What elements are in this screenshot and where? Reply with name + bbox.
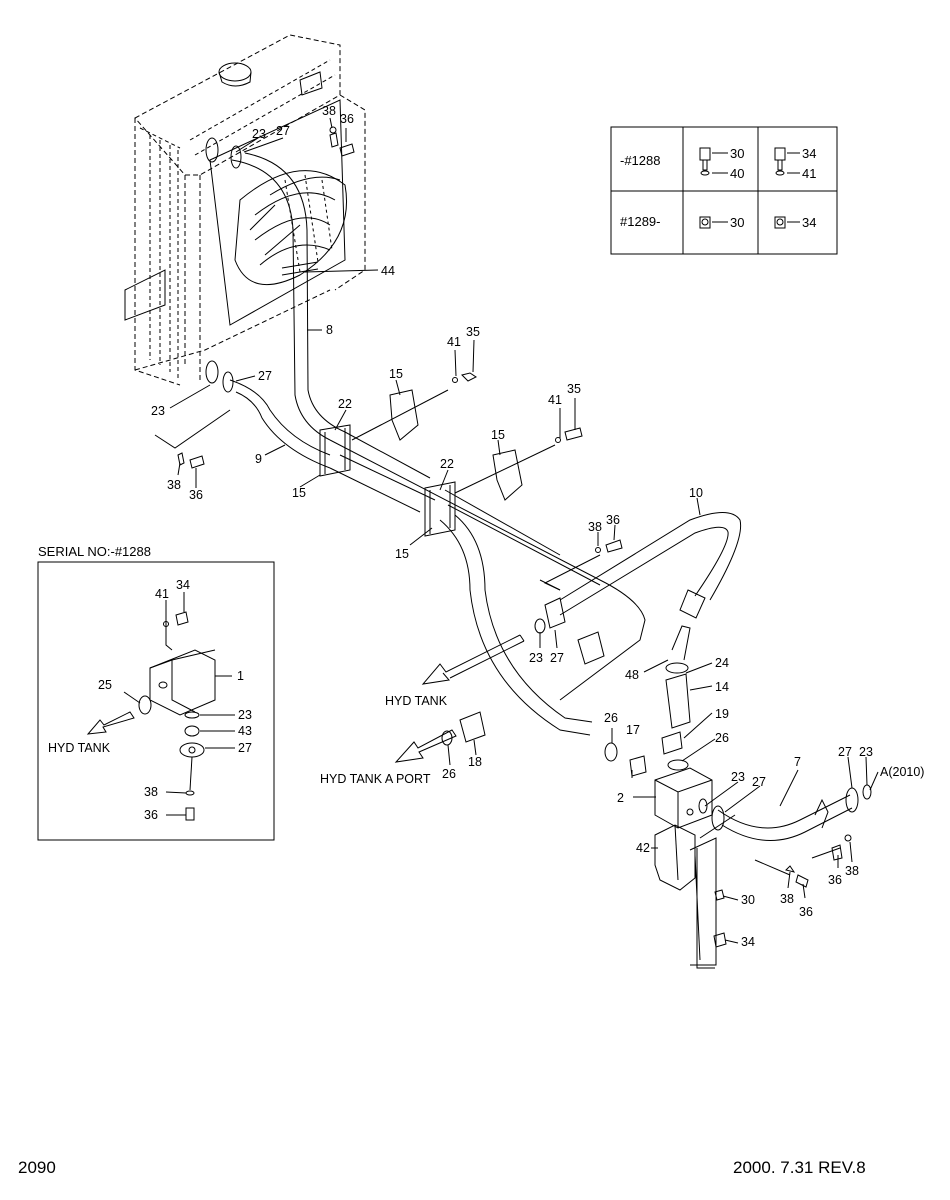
table-r1c3-b: 41 [802, 166, 816, 181]
table-row1-serial: -#1288 [620, 153, 660, 168]
callout: 42 [636, 841, 650, 855]
inset-callout: 34 [176, 578, 190, 592]
callout: 35 [466, 325, 480, 339]
callout: 22 [338, 397, 352, 411]
callout: 26 [442, 767, 456, 781]
inset-parts [86, 592, 235, 821]
hyd-tank-arrow [421, 634, 525, 685]
table-r1c3-a: 34 [802, 146, 816, 161]
callout: 36 [606, 513, 620, 527]
bracket-15 [389, 389, 523, 501]
callout: 2 [617, 791, 624, 805]
inset-title: SERIAL NO:-#1288 [38, 544, 151, 559]
callout: 23 [731, 770, 745, 784]
assembly-lines [154, 389, 841, 876]
revision-date: 2000. 7.31 REV.8 [733, 1158, 866, 1177]
table-row2-serial: #1289- [620, 214, 660, 229]
bolt-hardware [177, 126, 852, 948]
callout: 14 [715, 680, 729, 694]
callout: 38 [167, 478, 181, 492]
callout: 17 [626, 723, 640, 737]
callout: 9 [255, 452, 262, 466]
callout: 44 [381, 264, 395, 278]
hyd-tank-a-port-label: HYD TANK A PORT [320, 772, 431, 786]
callout: 38 [588, 520, 602, 534]
hose-10 [544, 512, 742, 665]
callout: 26 [604, 711, 618, 725]
radiator-assembly [124, 34, 366, 386]
callout: 23 [529, 651, 543, 665]
table-text: -#1288 #1289- 30 40 34 41 30 34 [620, 146, 816, 230]
callout: 10 [689, 486, 703, 500]
callout: 36 [189, 488, 203, 502]
bracket-42 [654, 824, 717, 966]
inset-text: SERIAL NO:-#1288 HYD TANK 34 41 1 25 23 … [38, 544, 252, 822]
callout: 22 [440, 457, 454, 471]
table-r1c2-b: 40 [730, 166, 744, 181]
callout: 34 [741, 935, 755, 949]
inset-callout: 27 [238, 741, 252, 755]
pipe-bundle [319, 424, 646, 736]
callout: 15 [491, 428, 505, 442]
callout: 23 [252, 127, 266, 141]
callout: 35 [567, 382, 581, 396]
callout: 8 [326, 323, 333, 337]
callout: 36 [828, 873, 842, 887]
callout: 15 [389, 367, 403, 381]
callout: 18 [468, 755, 482, 769]
hyd-tank-a-port-arrow [394, 729, 457, 763]
valve-block-2 [441, 618, 713, 829]
hyd-tank-label: HYD TANK [385, 694, 448, 708]
inset-callout: 43 [238, 724, 252, 738]
inset-callout: 25 [98, 678, 112, 692]
hose-9 [205, 360, 331, 469]
table-r2c3: 34 [802, 215, 816, 230]
callout: 36 [340, 112, 354, 126]
callout: 41 [548, 393, 562, 407]
inset-callout: 41 [155, 587, 169, 601]
callout: 30 [741, 893, 755, 907]
serial-table-grid [610, 126, 838, 255]
callout: 26 [715, 731, 729, 745]
ref-a-label: A(2010) [880, 765, 924, 779]
callout: 15 [395, 547, 409, 561]
hose-8 [205, 137, 346, 441]
inset-arrow-label: HYD TANK [48, 741, 111, 755]
inset-frame [37, 561, 275, 841]
callout: 41 [447, 335, 461, 349]
callout: 27 [550, 651, 564, 665]
table-r2c2: 30 [730, 215, 744, 230]
callout: 24 [715, 656, 729, 670]
callout: 38 [780, 892, 794, 906]
table-r1c2-a: 30 [730, 146, 744, 161]
inset-callout: 23 [238, 708, 252, 722]
hose-7 [698, 784, 872, 841]
main-labels: HYD TANK HYD TANK A PORT A(2010) [320, 694, 924, 786]
callout: 38 [845, 864, 859, 878]
callout: 27 [258, 369, 272, 383]
leader-lines [169, 117, 879, 969]
callout: 23 [859, 745, 873, 759]
callout: 27 [838, 745, 852, 759]
callout: 15 [292, 486, 306, 500]
callout: 27 [276, 124, 290, 138]
callout: 19 [715, 707, 729, 721]
callout: 23 [151, 404, 165, 418]
page-number: 2090 [18, 1158, 56, 1177]
inset-callout: 1 [237, 669, 244, 683]
callout: 48 [625, 668, 639, 682]
inset-callout: 38 [144, 785, 158, 799]
inset-callout: 36 [144, 808, 158, 822]
callout: 38 [322, 104, 336, 118]
callout-numbers: 38 36 23 27 44 8 27 23 41 35 15 22 9 38 … [151, 104, 873, 949]
callout: 7 [794, 755, 801, 769]
callout: 36 [799, 905, 813, 919]
callout: 27 [752, 775, 766, 789]
